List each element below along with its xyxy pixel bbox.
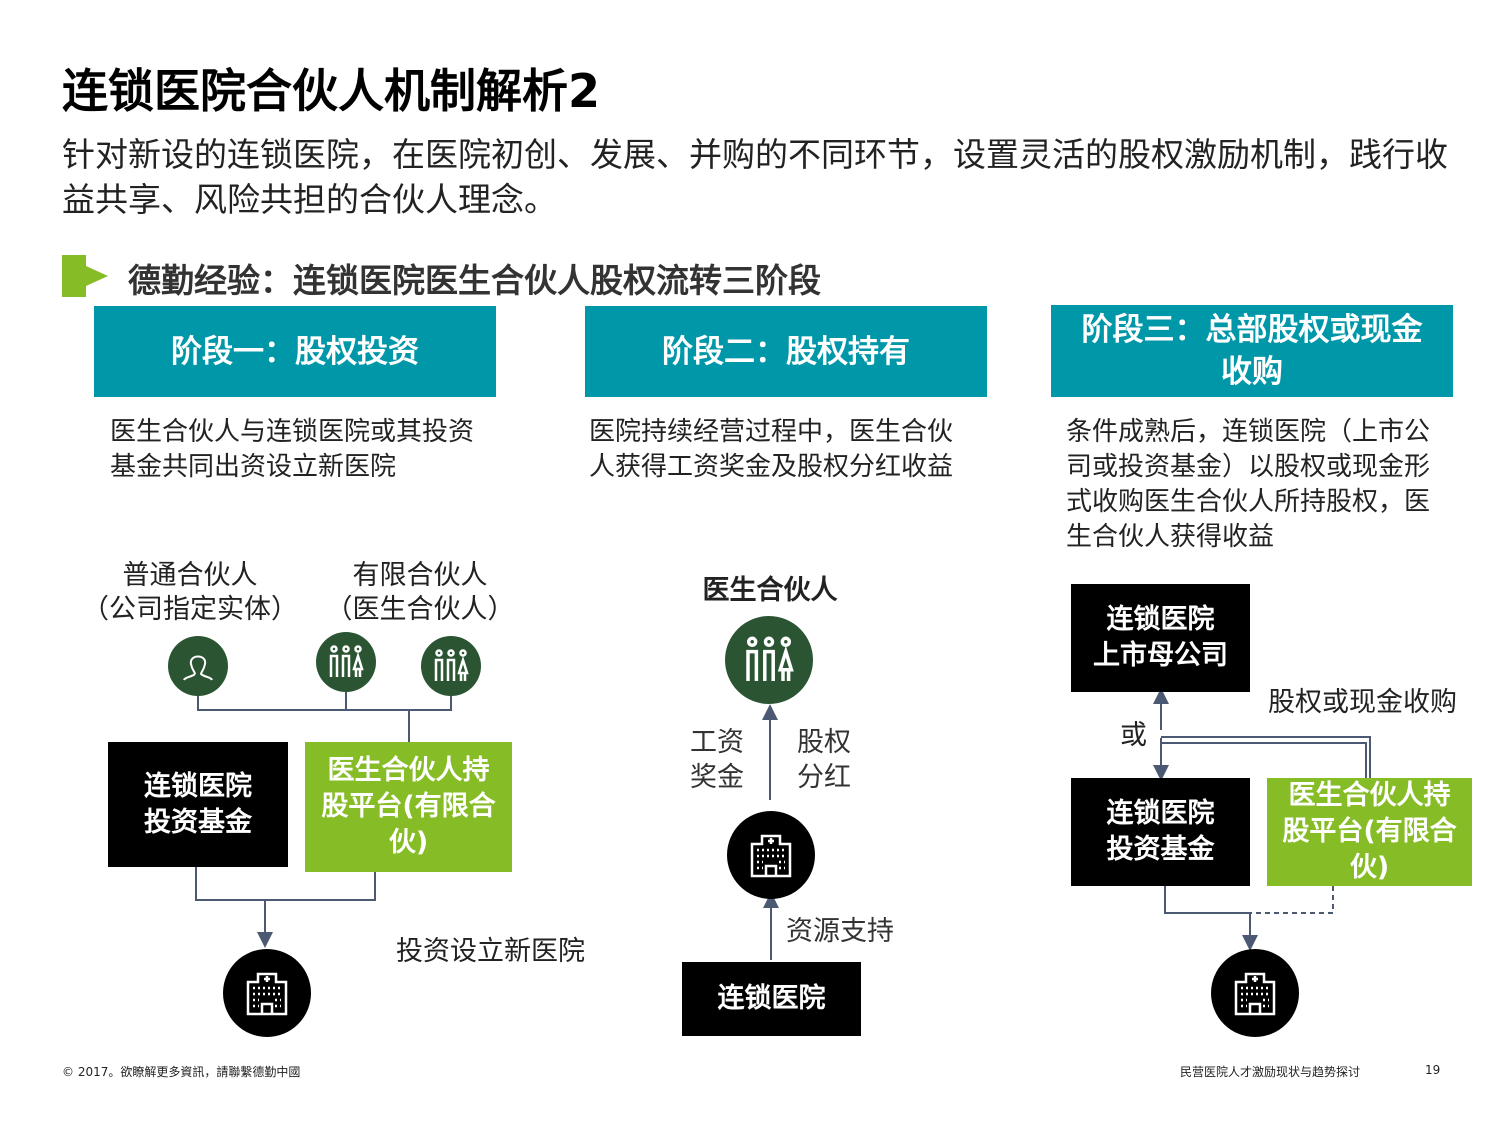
group-icon [725, 616, 813, 704]
platform-box: 医生合伙人持股平台(有限合伙) [1267, 778, 1472, 886]
group-icon [421, 636, 481, 696]
platform-box: 医生合伙人持股平台(有限合伙) [305, 742, 512, 872]
subtitle: 针对新设的连锁医院，在医院初创、发展、并购的不同环节，设置灵活的股权激励机制，践… [62, 135, 1448, 219]
parent-company-box: 连锁医院 上市母公司 [1071, 584, 1250, 692]
page-title: 连锁医院合伙人机制解析2 [62, 64, 601, 118]
stage-3-desc: 条件成熟后，连锁医院（上市公司或投资基金）以股权或现金形式收购医生合伙人所持股权… [1066, 417, 1431, 552]
invest-label: 投资设立新医院 [396, 936, 585, 967]
gp-label: 普通合伙人 [122, 560, 258, 591]
hospital-icon [1211, 949, 1299, 1037]
hospital-icon [727, 811, 815, 899]
footer-report-title: 民营医院人才激励现状与趋势探讨 [1180, 1065, 1361, 1079]
lp-sub: （医生合伙人） [325, 594, 515, 625]
stage-1-header: 阶段一：股权投资 [94, 306, 496, 397]
stage-2-header: 阶段二：股权持有 [585, 306, 987, 397]
dividend-label: 股权 分红 [797, 727, 851, 793]
section-arrow-icon [62, 255, 108, 297]
chain-hospital-box: 连锁医院 [682, 962, 861, 1036]
footer-copyright: © 2017。欲瞭解更多資訊，請聯繫德勤中國 [62, 1065, 301, 1079]
fund-box: 连锁医院投资基金 [108, 742, 288, 867]
lp-label: 有限合伙人 [352, 560, 488, 591]
person-icon [168, 636, 228, 696]
acquire-label: 股权或现金收购 [1268, 687, 1457, 718]
fund-box: 连锁医院 投资基金 [1071, 778, 1250, 886]
stage-1-desc: 医生合伙人与连锁医院或其投资基金共同出资设立新医院 [110, 417, 475, 482]
hospital-icon [223, 949, 311, 1037]
section-heading: 德勤经验：连锁医院医生合伙人股权流转三阶段 [128, 261, 821, 300]
or-label: 或 [1120, 720, 1147, 751]
support-label: 资源支持 [786, 916, 894, 947]
doctor-partner-label: 医生合伙人 [702, 575, 838, 606]
page-number: 19 [1425, 1063, 1441, 1077]
stage-2-desc: 医院持续经营过程中，医生合伙人获得工资奖金及股权分红收益 [589, 417, 954, 482]
gp-sub: （公司指定实体） [82, 594, 298, 625]
group-icon [316, 632, 376, 692]
salary-label: 工资 奖金 [690, 727, 744, 793]
stage-3-header: 阶段三：总部股权或现金收购 [1051, 305, 1453, 397]
